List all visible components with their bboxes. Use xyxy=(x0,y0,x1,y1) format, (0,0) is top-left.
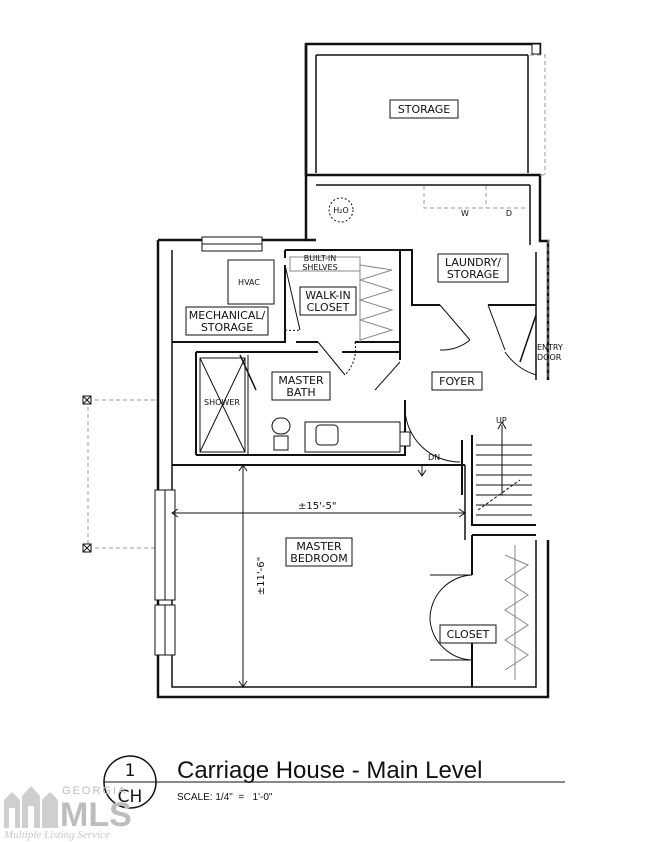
room-closet: CLOSET xyxy=(447,628,490,641)
label-shower: SHOWER xyxy=(204,398,240,407)
deck-posts xyxy=(82,43,541,553)
width-dimension: ±15'-5" xyxy=(298,501,336,512)
watermark-brand-short: MLS xyxy=(60,796,132,834)
room-mechanical-line1: MECHANICAL/ xyxy=(189,309,266,322)
room-walkin-line2: CLOSET xyxy=(307,301,350,314)
title-block: 1 CH Carriage House - Main Level SCALE: … xyxy=(103,755,565,809)
room-master-bath-line2: BATH xyxy=(286,386,315,399)
label-shelves-line1: BUILT-IN xyxy=(304,254,336,263)
label-entry-line1: ENTRY xyxy=(537,343,563,352)
label-up: UP xyxy=(496,416,507,425)
annotations: ENTRY DOOR UP DN ±15'-5" ±11'-6" xyxy=(256,343,563,595)
sheet-code: CH xyxy=(118,787,143,807)
room-laundry-line1: LAUNDRY/ xyxy=(445,256,501,269)
fixture-labels: HVAC BUILT-IN SHELVES SHOWER H₂O W D xyxy=(204,206,512,407)
label-water-heater: H₂O xyxy=(333,206,349,215)
room-foyer: FOYER xyxy=(439,375,475,388)
closet-hanging xyxy=(289,256,530,680)
room-master-bedroom-line2: BEDROOM xyxy=(290,552,347,565)
label-hvac: HVAC xyxy=(238,278,260,287)
depth-dimension: ±11'-6" xyxy=(256,557,267,595)
label-entry-line2: DOOR xyxy=(537,353,562,362)
room-mechanical-line2: STORAGE xyxy=(201,321,253,334)
label-down: DN xyxy=(428,453,440,462)
label-washer: W xyxy=(461,209,469,218)
watermark-brand: GEORGIA xyxy=(62,785,127,797)
dashed-outlines xyxy=(87,54,549,549)
fixtures xyxy=(199,197,401,453)
room-names: STORAGE MECHANICAL/ STORAGE WALK-IN CLOS… xyxy=(189,103,502,641)
stair xyxy=(476,420,532,516)
interior-walls xyxy=(172,249,536,687)
room-master-bedroom-line1: MASTER xyxy=(296,540,342,553)
plan-title: Carriage House - Main Level xyxy=(177,757,482,784)
watermark: GEORGIA MLS Multiple Listing Service xyxy=(3,785,132,841)
scale-label: SCALE: 1/4" = 1'-0" xyxy=(177,792,273,803)
watermark-tagline: Multiple Listing Service xyxy=(3,829,110,841)
label-dryer: D xyxy=(506,209,512,218)
doors xyxy=(239,264,537,661)
dimension-lines xyxy=(171,464,466,688)
exterior-walls xyxy=(156,42,550,699)
room-master-bath-line1: MASTER xyxy=(278,374,324,387)
room-walkin-line1: WALK-IN xyxy=(305,289,350,302)
label-shelves-line2: SHELVES xyxy=(302,263,337,272)
room-laundry-line2: STORAGE xyxy=(447,268,499,281)
sheet-number: 1 xyxy=(125,761,136,781)
watermark-logo-icon xyxy=(4,786,58,828)
windows xyxy=(154,236,411,656)
room-storage: STORAGE xyxy=(398,103,450,116)
room-label-boxes xyxy=(185,99,509,644)
